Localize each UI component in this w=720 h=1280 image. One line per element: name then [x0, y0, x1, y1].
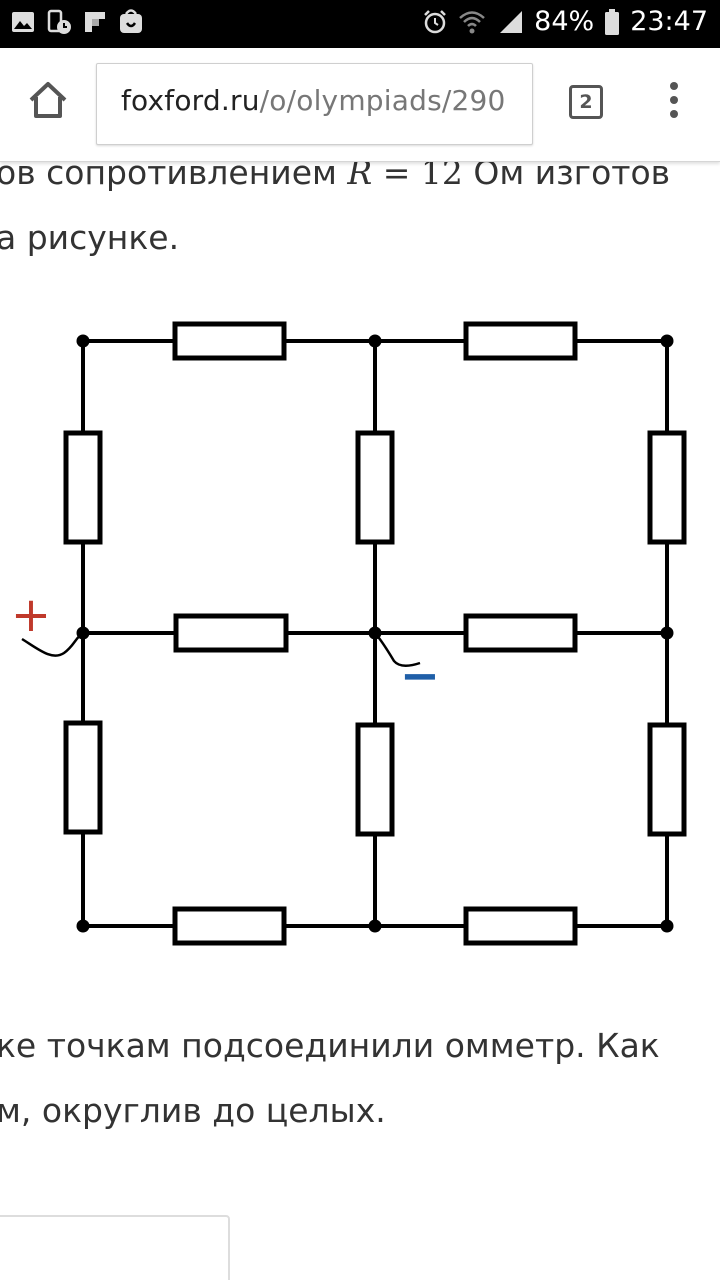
browser-toolbar: foxford.ru/o/olympiads/290 2: [0, 48, 720, 162]
resistor-top-right: [463, 321, 578, 361]
problem-text-fragment-1: ов сопротивлением: [0, 161, 348, 192]
battery-percent: 84%: [534, 6, 595, 37]
shop-icon: [120, 9, 142, 33]
ohmmeter-lead-minus: [374, 632, 421, 667]
wifi-icon: [459, 10, 486, 33]
circuit-diagram: + −: [11, 321, 687, 946]
alarm-icon: [424, 9, 447, 33]
math-expression: R = 12: [347, 161, 462, 192]
tab-switcher-button[interactable]: 2: [569, 85, 603, 119]
system-indicators: 84% 23:47: [422, 6, 708, 37]
resistor-middle-left: [173, 613, 289, 653]
math-variable-r: R: [347, 161, 373, 192]
notification-icons: [10, 9, 144, 35]
resistor-top-left: [172, 321, 287, 361]
plus-terminal-label: +: [11, 587, 51, 643]
math-equals-value: = 12: [372, 161, 463, 192]
resistor-center-upper: [355, 430, 395, 545]
url-text[interactable]: foxford.ru/o/olympiads/290: [121, 84, 506, 117]
minus-terminal-label: −: [400, 648, 440, 704]
resistor-left-upper: [63, 430, 103, 545]
answer-input[interactable]: [0, 1215, 230, 1280]
problem-text-line-4: м, округлив до целых.: [0, 1091, 386, 1130]
url-path: /o/olympiads/290: [259, 84, 506, 117]
status-bar: 84% 23:47: [0, 0, 720, 48]
signal-icon: [500, 10, 523, 33]
ohmmeter-lead-plus: [21, 631, 84, 657]
resistor-right-lower: [647, 722, 687, 837]
phone-timer-icon: [47, 9, 71, 34]
problem-text-line-3: ке точкам подсоединили омметр. Как: [0, 1026, 660, 1065]
page-content: ов сопротивлением R = 12 Ом изготов а ри…: [0, 161, 720, 1280]
home-icon[interactable]: [24, 76, 72, 124]
status-time: 23:47: [630, 6, 708, 37]
resistor-bottom-right: [463, 906, 578, 946]
resistor-bottom-left: [172, 906, 287, 946]
url-host: foxford.ru: [121, 84, 260, 117]
url-bar[interactable]: foxford.ru/o/olympiads/290: [96, 63, 533, 145]
resistor-left-lower: [63, 720, 103, 835]
battery-icon: [605, 8, 620, 35]
resistor-right-upper: [647, 430, 687, 545]
resistor-middle-right: [463, 613, 578, 653]
problem-text-fragment-2: Ом изготов: [462, 161, 671, 192]
gallery-icon: [12, 12, 34, 32]
problem-text-line-1: ов сопротивлением R = 12 Ом изготов: [0, 161, 670, 192]
overflow-menu-icon[interactable]: [660, 82, 688, 126]
resistors: [63, 321, 687, 946]
problem-text-line-2: а рисунке.: [0, 218, 180, 257]
resistor-center-lower: [355, 722, 395, 837]
flipboard-icon: [85, 12, 105, 32]
